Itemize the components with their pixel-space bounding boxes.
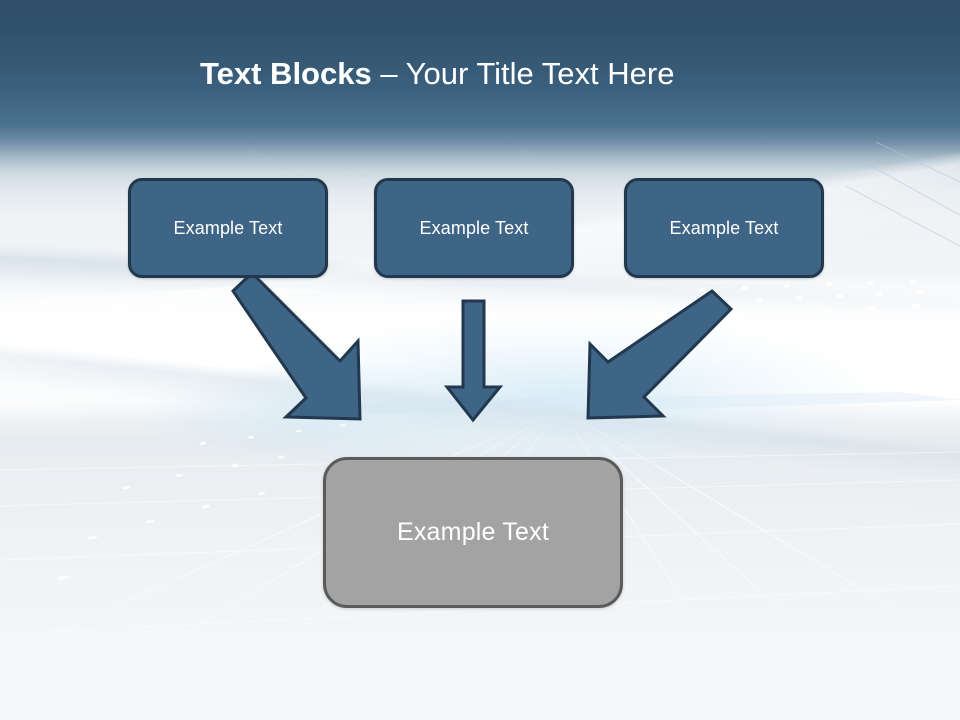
source-box-1[interactable]: Example Text: [128, 178, 328, 278]
source-box-3[interactable]: Example Text: [624, 178, 824, 278]
source-box-1-label: Example Text: [173, 217, 283, 238]
source-box-2-label: Example Text: [419, 217, 529, 238]
slide-title: Text Blocks – Your Title Text Here: [200, 52, 900, 96]
arrow-left-icon: [231, 270, 362, 421]
result-box-label: Example Text: [396, 518, 549, 547]
source-box-3-label: Example Text: [669, 217, 779, 238]
arrow-center-icon: [443, 299, 504, 423]
slide-title-dash: –: [371, 56, 406, 91]
slide-title-rest: Your Title Text Here: [405, 56, 675, 91]
arrow-right-icon: [586, 289, 734, 420]
slide-title-strong: Text Blocks: [200, 56, 372, 91]
source-box-2[interactable]: Example Text: [374, 178, 574, 278]
result-box[interactable]: Example Text: [323, 457, 623, 608]
